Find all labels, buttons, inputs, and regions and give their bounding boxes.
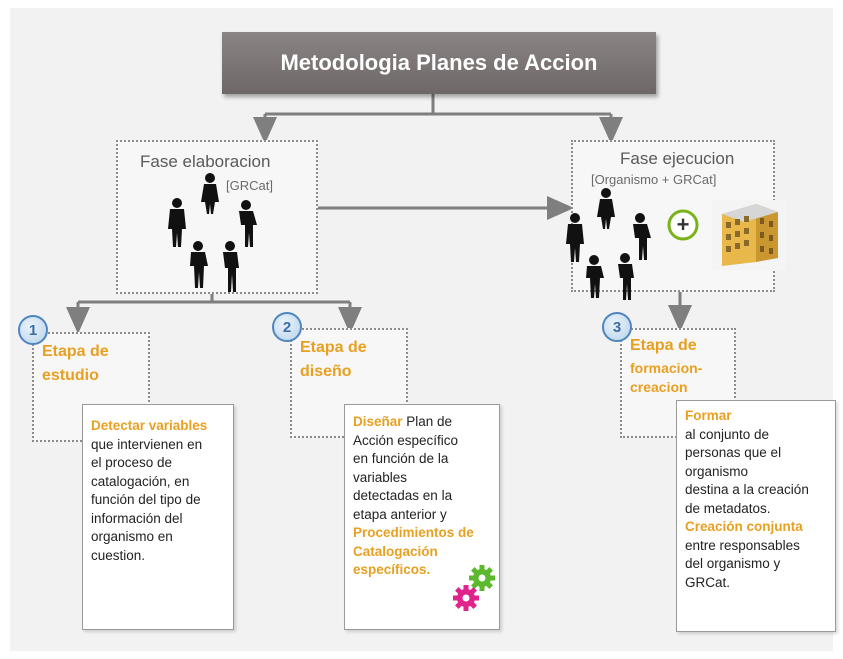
card-1-highlight: Detectar variables [91,418,208,433]
stage-2-number: 2 [272,312,302,342]
card-3-highlight-1: Formar [685,408,732,423]
plus-symbol: + [676,212,690,237]
card-3-line: del organismo y [685,556,781,571]
card-1-line: cuestion. [91,547,146,563]
stage-2-description-card: Diseñar Plan de Acción específico en fun… [344,404,500,630]
diagram-title: Metodologia Planes de Accion [222,32,656,94]
card-2-line: en función de la [353,451,449,466]
card-3-line: organismo [685,463,749,479]
card-2-highlight-word: Diseñar [353,414,403,429]
card-3-line: entre responsables [685,537,800,553]
stage-1-description-card: Detectar variables que intervienen en el… [82,404,234,630]
card-2-line: etapa anterior y [353,506,447,522]
card-2-line: Acción específico [353,432,459,448]
phase-elaboracion-subtitle: [GRCat] [226,178,273,193]
card-2-line: variables [353,469,408,485]
stage-2-title-line1: Etapa de [300,339,367,356]
card-2-highlight-line: Catalogación [353,543,438,559]
card-1-line: el proceso de [91,455,173,470]
card-1-line: que intervienen en [91,436,203,452]
phase-ejecucion-title: Fase ejecucion [620,149,735,168]
stage-1-title-line1: Etapa de [42,343,109,360]
card-2-first-rest: Plan de [402,414,453,429]
stage-3-title-line1: Etapa de [630,337,697,354]
phase-ejecucion-subtitle: [Organismo + GRCat] [591,172,717,187]
card-3-line: personas que el [685,445,782,460]
stage-1-title-line2: estudio [42,367,99,384]
card-1-line: información del [91,510,183,526]
stage-3-description-card: Formar al conjunto de personas que el or… [676,400,836,632]
card-2-line: detectadas en la [353,488,453,503]
phase-elaboracion-box [116,140,318,294]
card-3-line: al conjunto de [685,426,770,442]
stage-3-number: 3 [602,312,632,342]
card-3-line: destina a la creación [685,482,809,497]
stage-3-title-line3: creacion [630,379,688,395]
stage-1-number: 1 [18,315,48,345]
stage-2-title-line2: diseño [300,363,352,380]
card-2-highlight-line: específicos. [353,562,431,577]
stage-3-title-line2: formacion- [630,360,703,376]
card-3-line: de metadatos. [685,500,771,516]
card-1-line: organismo en [91,529,173,544]
card-1-line: función del tipo de [91,492,201,507]
card-3-line: GRCat. [685,574,731,590]
phase-elaboracion-title: Fase elaboracion [140,152,271,171]
card-3-highlight-2: Creación conjunta [685,519,803,534]
card-2-highlight-line: Procedimientos de [353,525,474,540]
card-1-line: catalogación, en [91,473,190,489]
